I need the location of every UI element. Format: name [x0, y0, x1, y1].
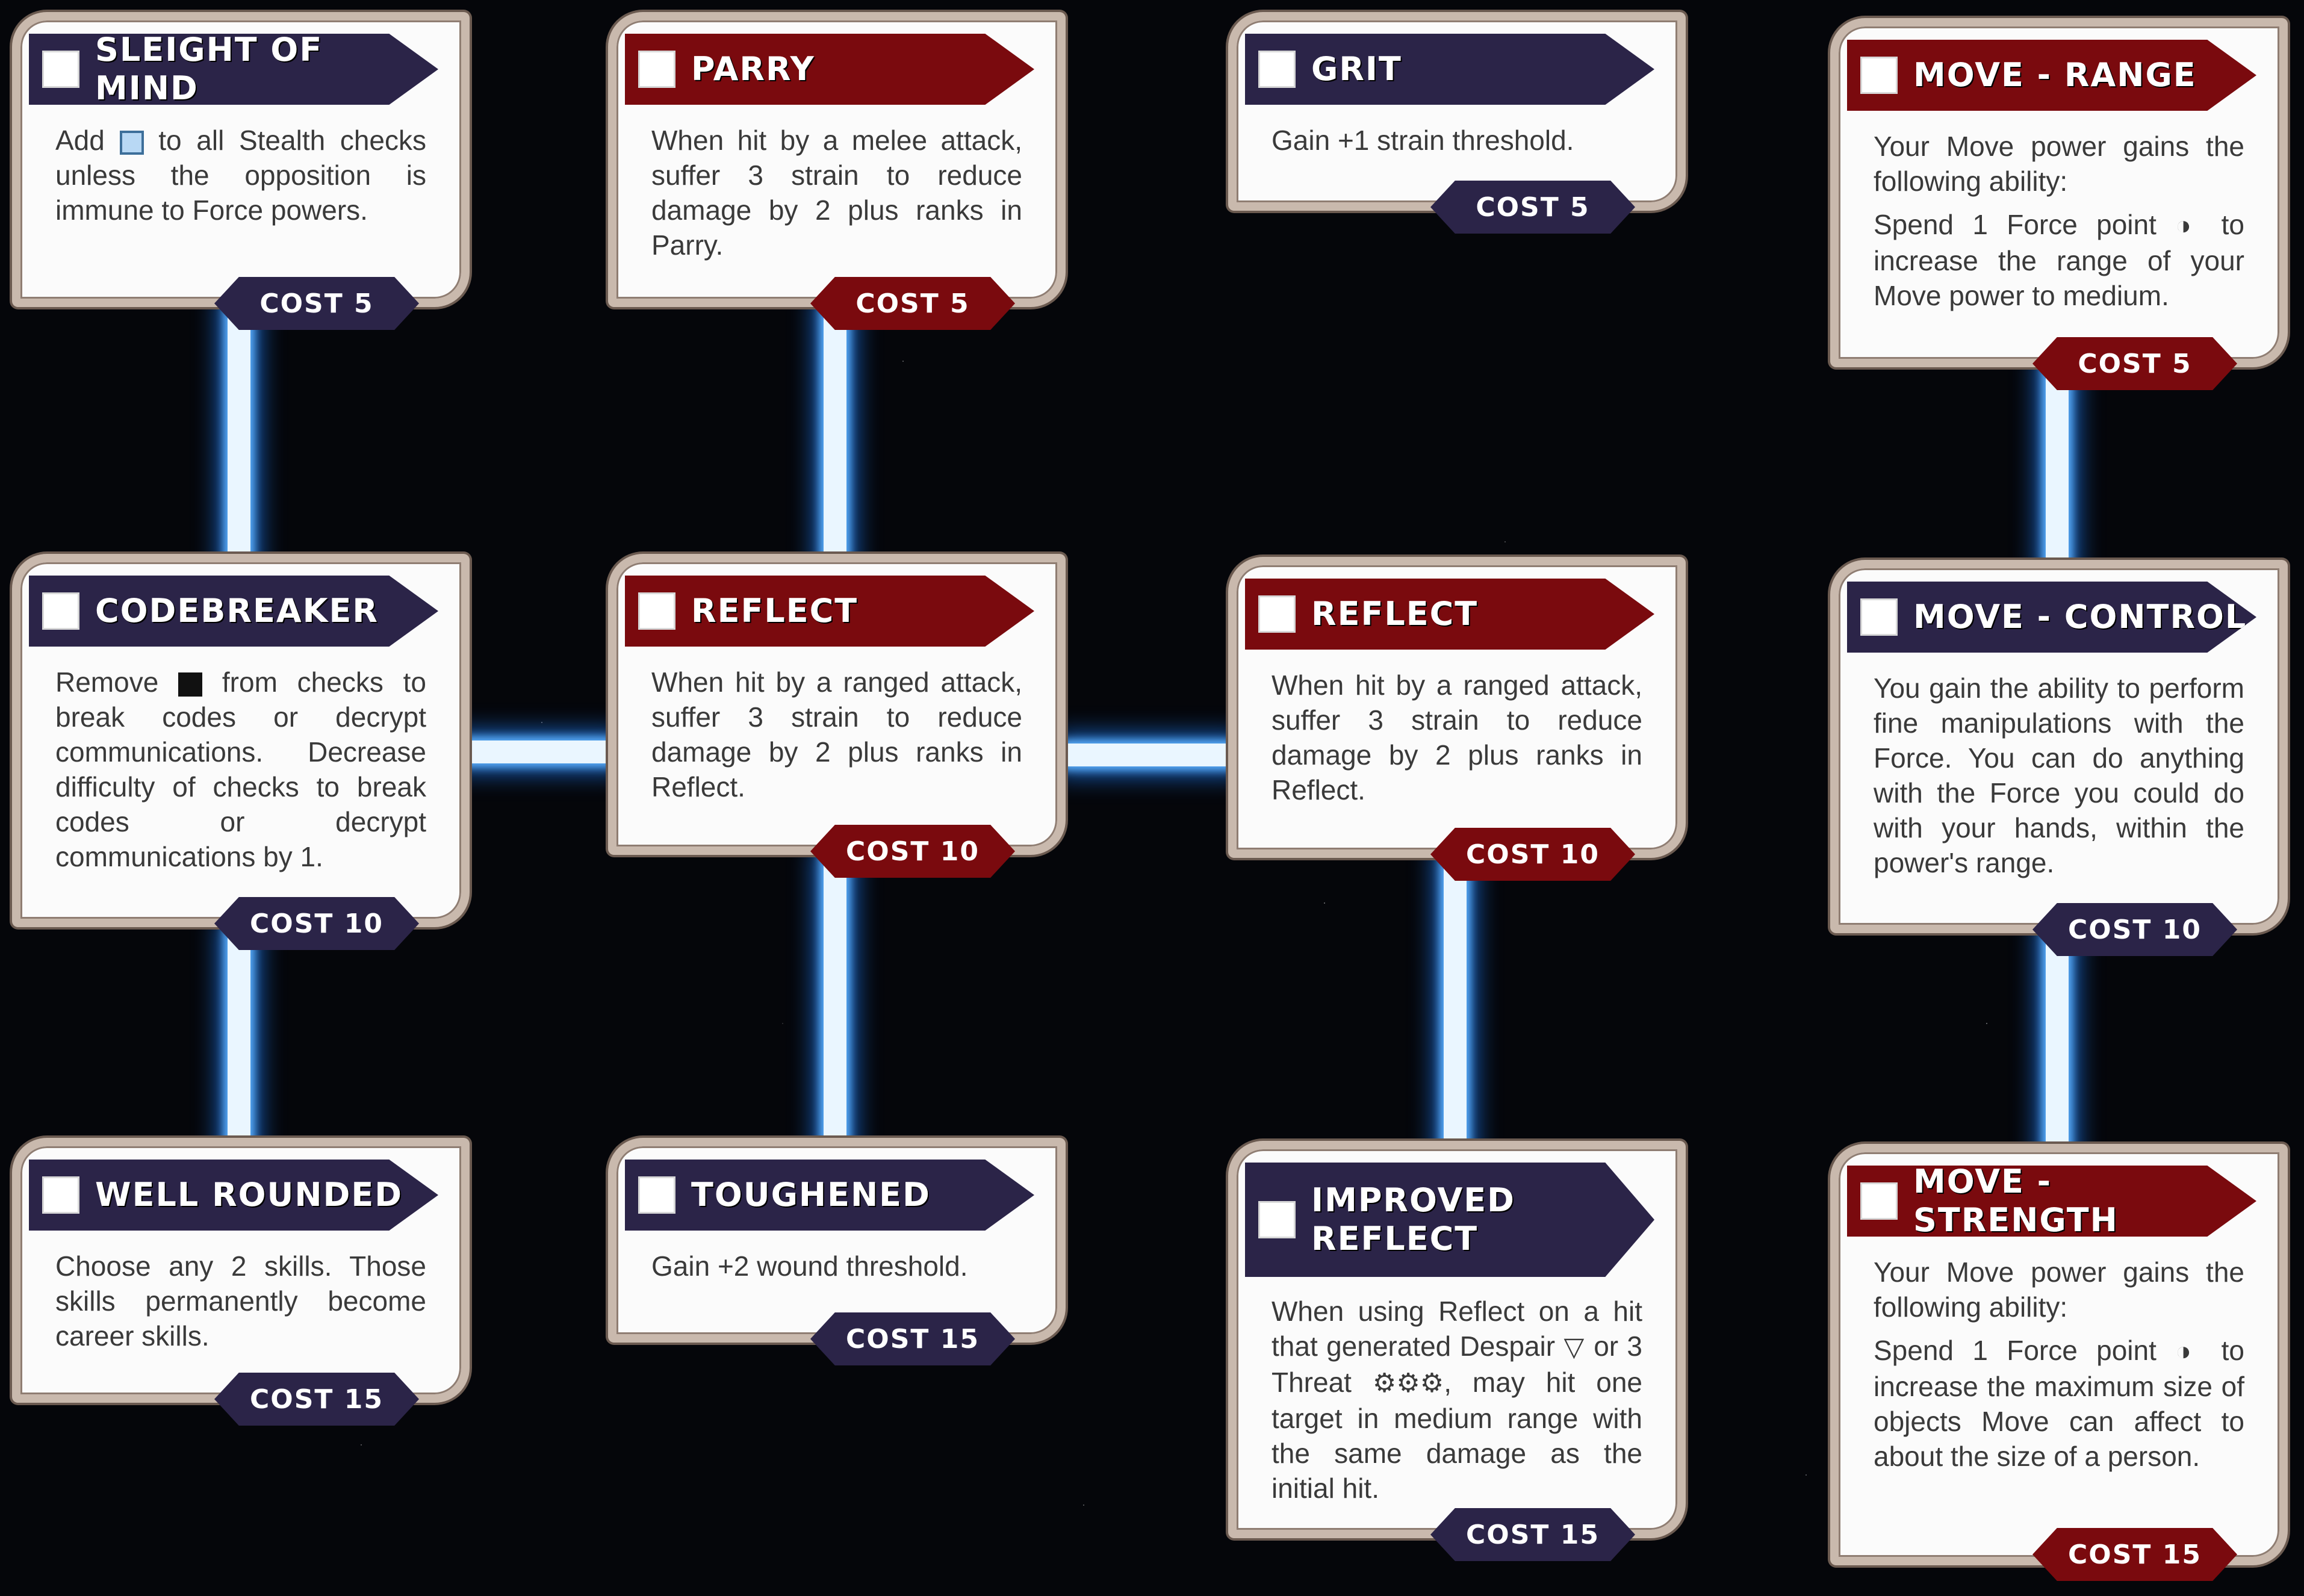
talent-checkbox[interactable]: [42, 1176, 79, 1214]
talent-title: GRIT: [1311, 50, 1402, 88]
talent-header: MOVE - RANGE: [1847, 40, 2256, 111]
talent-header: PARRY: [625, 34, 1034, 105]
talent-checkbox[interactable]: [638, 1176, 675, 1214]
talent-card-well-rounded[interactable]: WELL ROUNDED Choose any 2 skills. Those …: [12, 1138, 470, 1426]
talent-card-reflect-2[interactable]: REFLECT When hit by a ranged attack, suf…: [1228, 557, 1686, 881]
talent-checkbox[interactable]: [1258, 51, 1296, 88]
talent-description: Gain +2 wound threshold.: [651, 1250, 968, 1282]
talent-description: Gain +1 strain threshold.: [1272, 125, 1574, 156]
talent-header: REFLECT: [1245, 579, 1654, 650]
force-point-icon: ◑: [2175, 211, 2203, 240]
talent-title: WELL ROUNDED: [95, 1176, 403, 1214]
talent-cost: COST 10: [214, 897, 419, 950]
force-point-icon: ◑: [2175, 1337, 2203, 1366]
talent-cost: COST 15: [810, 1312, 1015, 1365]
despair-icon: ▽: [1563, 1332, 1585, 1362]
connector-moverange-movecontrol: [2046, 361, 2069, 566]
talent-header: WELL ROUNDED: [29, 1160, 438, 1231]
black-square-die-icon: [178, 672, 203, 697]
talent-cost: COST 5: [2032, 337, 2237, 390]
talent-checkbox[interactable]: [42, 51, 79, 88]
talent-title: MOVE - RANGE: [1913, 56, 2197, 94]
talent-card-improved-reflect[interactable]: IMPROVED REFLECT When using Reflect on a…: [1228, 1141, 1686, 1561]
talent-description: Choose any 2 skills. Those skills perman…: [55, 1250, 426, 1352]
talent-checkbox[interactable]: [1860, 598, 1898, 636]
talent-title: MOVE - STRENGTH: [1913, 1163, 2119, 1239]
talent-cost: COST 15: [1430, 1508, 1635, 1561]
talent-cost: COST 10: [2032, 903, 2237, 956]
talent-description: When hit by a ranged attack, suffer 3 st…: [1272, 669, 1642, 806]
talent-header: GRIT: [1245, 34, 1654, 105]
talent-cost: COST 10: [810, 825, 1015, 878]
talent-cost: COST 5: [1430, 181, 1635, 234]
talent-title: IMPROVED REFLECT: [1311, 1181, 1515, 1258]
talent-cost: COST 15: [214, 1373, 419, 1426]
talent-card-move-range[interactable]: MOVE - RANGE Your Move power gains the f…: [1830, 18, 2288, 390]
talent-cost: COST 5: [214, 277, 419, 330]
talent-header: REFLECT: [625, 576, 1034, 647]
connector-reflect-toughened: [824, 855, 846, 1168]
talent-title: REFLECT: [691, 592, 859, 630]
talent-card-move-strength[interactable]: MOVE - STRENGTH Your Move power gains th…: [1830, 1144, 2288, 1581]
connector-sleight-codebreaker: [228, 301, 250, 566]
talent-header: MOVE - CONTROL: [1847, 582, 2256, 653]
talent-card-grit[interactable]: GRIT Gain +1 strain threshold. COST 5: [1228, 12, 1686, 234]
connector-codebreaker-wellrounded: [228, 927, 250, 1168]
talent-cost: COST 5: [810, 277, 1015, 330]
talent-description: Your Move power gains the following abil…: [1874, 131, 2245, 311]
talent-checkbox[interactable]: [1258, 1201, 1296, 1238]
talent-title: SLEIGHT OF MIND: [95, 31, 323, 107]
talent-title: REFLECT: [1311, 595, 1479, 633]
talent-card-parry[interactable]: PARRY When hit by a melee attack, suffer…: [608, 12, 1066, 330]
talent-card-sleight-of-mind[interactable]: SLEIGHT OF MIND Add to all Stealth check…: [12, 12, 470, 330]
talent-title: MOVE - CONTROL: [1913, 598, 2247, 636]
talent-checkbox[interactable]: [42, 592, 79, 630]
talent-card-codebreaker[interactable]: CODEBREAKER Remove from checks to break …: [12, 554, 470, 950]
talent-description: When using Reflect on a hit that generat…: [1272, 1296, 1643, 1504]
talent-description: Remove from checks to break codes or dec…: [55, 666, 427, 872]
talent-description: Your Move power gains the following abil…: [1874, 1256, 2245, 1472]
talent-card-toughened[interactable]: TOUGHENED Gain +2 wound threshold. COST …: [608, 1138, 1066, 1365]
talent-checkbox[interactable]: [1860, 1182, 1898, 1220]
talent-checkbox[interactable]: [638, 592, 675, 630]
talent-checkbox[interactable]: [1860, 57, 1898, 94]
talent-header: TOUGHENED: [625, 1160, 1034, 1231]
talent-title: CODEBREAKER: [95, 592, 379, 630]
talent-description: Add to all Stealth checks unless the opp…: [55, 125, 427, 226]
talent-title: TOUGHENED: [691, 1176, 931, 1214]
talent-cost: COST 15: [2032, 1528, 2237, 1581]
talent-description: You gain the ability to perform fine man…: [1874, 672, 2244, 878]
connector-reflect-improvedreflect: [1444, 855, 1467, 1168]
connector-codebreaker-reflect: [464, 741, 614, 763]
blue-square-die-icon: [119, 130, 144, 155]
talent-header: IMPROVED REFLECT: [1245, 1163, 1654, 1277]
connector-reflect-reflect: [1066, 744, 1234, 766]
connector-movecontrol-movestrength: [2046, 927, 2069, 1168]
talent-checkbox[interactable]: [638, 51, 675, 88]
talent-title: PARRY: [691, 50, 815, 88]
talent-header: SLEIGHT OF MIND: [29, 34, 438, 105]
threat-icon: ⚙⚙⚙: [1372, 1368, 1444, 1398]
talent-header: CODEBREAKER: [29, 576, 438, 647]
talent-description: When hit by a melee attack, suffer 3 str…: [651, 125, 1022, 261]
talent-card-move-control[interactable]: MOVE - CONTROL You gain the ability to p…: [1830, 560, 2288, 956]
connector-parry-reflect: [824, 301, 846, 566]
talent-cost: COST 10: [1430, 828, 1635, 881]
talent-checkbox[interactable]: [1258, 595, 1296, 633]
talent-card-reflect-1[interactable]: REFLECT When hit by a ranged attack, suf…: [608, 554, 1066, 878]
talent-description: When hit by a ranged attack, suffer 3 st…: [651, 666, 1022, 803]
talent-header: MOVE - STRENGTH: [1847, 1166, 2256, 1237]
